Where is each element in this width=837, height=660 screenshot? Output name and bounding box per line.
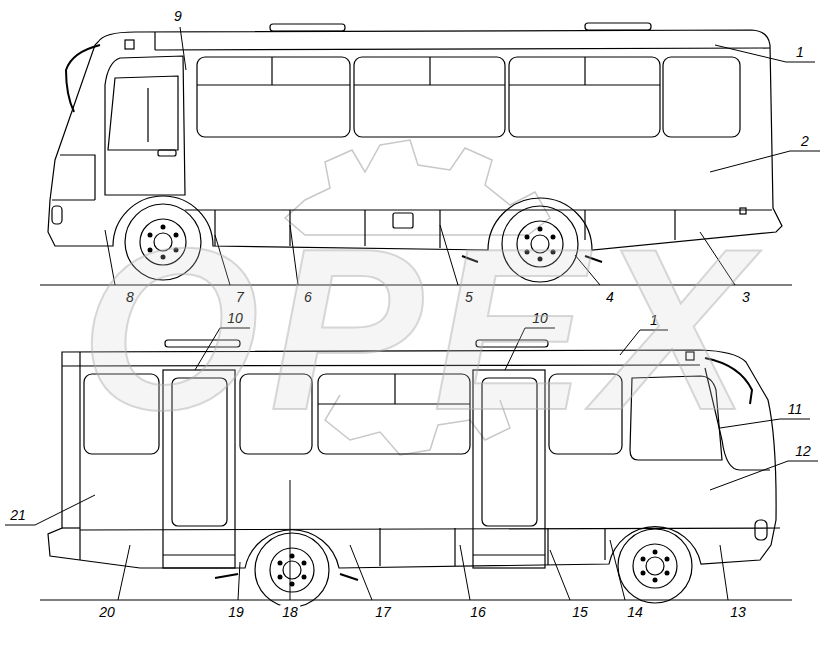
- bus-side-right: [48, 340, 780, 607]
- callout-number: 9: [172, 9, 184, 24]
- callout-number: 5: [463, 290, 475, 305]
- watermark-gear: [285, 140, 550, 455]
- leader-lines: [5, 27, 820, 600]
- callout-number: 15: [570, 605, 590, 620]
- callout-number: 4: [604, 290, 616, 305]
- callout-number: 1: [648, 313, 660, 328]
- watermark: ОРЕХ: [80, 215, 759, 445]
- callout-number: 12: [793, 444, 813, 459]
- callout-number: 10: [530, 311, 550, 326]
- callout-number: 18: [280, 605, 300, 620]
- callout-number: 1: [794, 45, 806, 60]
- ground-line: [40, 599, 792, 600]
- callout-number: 19: [226, 605, 246, 620]
- callout-number: 3: [740, 290, 752, 305]
- callout-number: 20: [97, 605, 117, 620]
- callout-number: 6: [302, 290, 314, 305]
- callout-number: 21: [8, 508, 28, 523]
- callout-number: 8: [124, 290, 136, 305]
- callout-number: 13: [728, 605, 748, 620]
- bus-side-left: [48, 23, 782, 282]
- callout-number: 2: [799, 134, 811, 149]
- ground-line: [40, 284, 792, 285]
- callout-number: 10: [225, 311, 245, 326]
- callout-number: 14: [625, 605, 645, 620]
- callout-number: 17: [373, 605, 393, 620]
- callout-number: 16: [468, 605, 488, 620]
- callout-number: 7: [234, 290, 246, 305]
- callout-number: 11: [786, 402, 805, 417]
